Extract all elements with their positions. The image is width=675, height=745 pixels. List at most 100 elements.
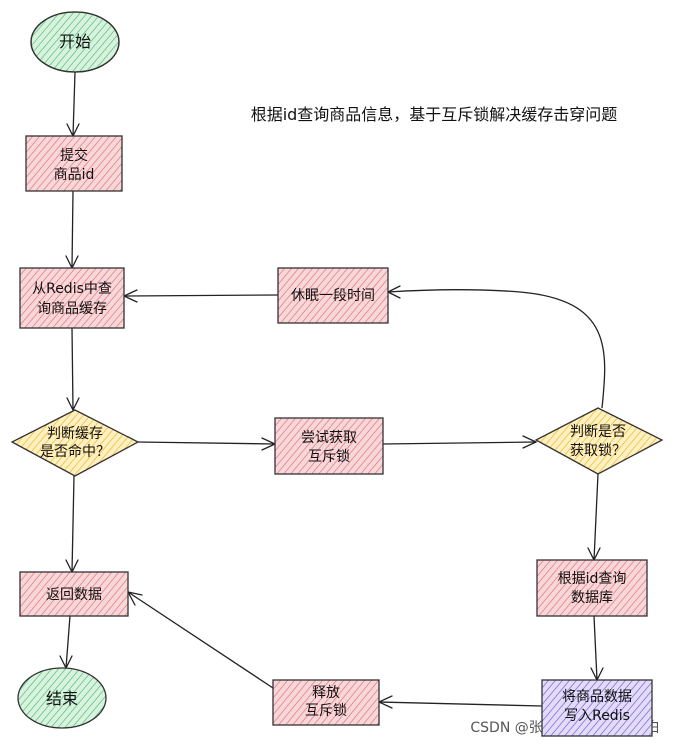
hatch-line: [26, 136, 62, 179]
hatch-line: [158, 570, 198, 618]
hatch-line: [636, 603, 647, 616]
hatch-line: [592, 680, 641, 736]
hatch-line: [275, 418, 311, 460]
node-release-lock: 释放 互斥锁: [228, 678, 380, 727]
hatch-line: [378, 311, 388, 323]
node-release-lock-line-2: 互斥锁: [305, 703, 347, 719]
hatch-line: [40, 572, 78, 616]
node-query-cache-line-2: 询商品缓存: [37, 301, 107, 317]
hatch-line: [31, 268, 83, 328]
hatch-line: [559, 560, 608, 616]
hatch-line: [287, 268, 335, 323]
hatch-line: [52, 268, 104, 328]
hatch-line: [566, 560, 615, 616]
node-try-lock-line-2: 互斥锁: [308, 449, 350, 465]
hatch-line: [112, 666, 166, 730]
hatch-line: [663, 558, 675, 618]
hatch-line: [613, 689, 652, 736]
hatch-line: [87, 284, 124, 328]
hatch-line: [301, 268, 349, 323]
hatch-line: [440, 266, 490, 325]
hatch-line: [0, 408, 5, 478]
hatch-line: [343, 269, 388, 323]
hatch-line: [426, 266, 476, 325]
arrowhead: [66, 397, 80, 412]
hatch-line: [278, 268, 307, 302]
hatch-line: [374, 463, 383, 474]
node-write-redis-line-2: 写入Redis: [564, 708, 630, 724]
hatch-line: [313, 680, 352, 725]
hatch-line: [20, 572, 22, 574]
hatch-line: [52, 12, 113, 72]
node-return-data: 返回数据: [19, 570, 205, 618]
hatch-line: [627, 706, 652, 736]
hatch-line: [18, 668, 62, 728]
hatch-pattern: [278, 266, 490, 325]
hatch-line: [20, 268, 48, 301]
arrowhead: [522, 435, 538, 449]
hatch-line: [594, 560, 643, 616]
hatch-line: [599, 680, 648, 736]
node-cache-hit-line-1: 判断缓存: [47, 426, 103, 442]
node-query-db-line-1: 根据id查询: [558, 571, 627, 587]
hatch-line: [101, 300, 124, 328]
hatch-line: [20, 572, 36, 591]
hatch-line: [228, 678, 269, 727]
hatch-line: [325, 418, 374, 474]
node-query-db-line-2: 数据库: [571, 590, 613, 606]
hatch-line: [112, 179, 122, 191]
hatch-line: [398, 266, 448, 325]
hatch-line: [0, 666, 12, 730]
node-submit-line-2: 商品id: [54, 167, 95, 183]
hatch-line: [360, 446, 383, 474]
edges: [59, 71, 606, 709]
hatch-line: [415, 416, 465, 476]
node-cache-hit-border: [10, 409, 140, 477]
hatch-line: [26, 136, 55, 170]
node-query-cache-line-1: 从Redis中查: [32, 281, 112, 297]
hatch-line: [42, 136, 90, 191]
node-submit-line-1: 提交: [60, 147, 88, 164]
hatch-line: [47, 572, 85, 616]
hatch-line: [174, 134, 224, 193]
hatch-line: [161, 666, 215, 730]
hatch-line: [20, 268, 69, 326]
edge-write-redis-release-lock: [378, 701, 543, 707]
node-end-border: [17, 667, 107, 729]
hatch-line: [311, 418, 360, 474]
hatch-line: [545, 560, 594, 616]
hatch-line: [387, 416, 437, 476]
hatch-line: [470, 406, 529, 476]
hatch-line: [542, 680, 585, 731]
hatch-pattern: [537, 558, 675, 618]
hatch-line: [160, 134, 210, 193]
hatch-line: [66, 268, 118, 328]
hatch-line: [165, 570, 205, 618]
hatch-line: [661, 678, 675, 738]
hatch-line: [304, 418, 353, 474]
node-query-cache-fill: [20, 268, 124, 328]
hatch-line: [73, 12, 119, 72]
hatch-line: [26, 572, 64, 616]
hatch-line: [110, 594, 128, 616]
hatch-pattern: [20, 570, 205, 618]
hatch-line: [186, 8, 245, 78]
hatch-line: [537, 560, 573, 602]
hatch-line: [436, 416, 486, 476]
hatch-line: [381, 471, 383, 474]
hatch-line: [70, 136, 118, 191]
hatch-line: [656, 558, 675, 618]
hatch-line: [12, 410, 13, 476]
hatch-line: [24, 268, 76, 328]
hatch-line: [26, 136, 41, 154]
hatch-line: [367, 455, 383, 474]
hatch-line: [629, 594, 647, 616]
hatch-line: [163, 266, 217, 330]
hatch-line: [61, 572, 99, 616]
hatch-line: [668, 678, 675, 738]
hatch-line: [26, 136, 48, 162]
hatch-line: [401, 416, 451, 476]
node-lock-ok-line-2: 获取锁？: [570, 443, 626, 459]
hatch-line: [20, 268, 41, 293]
hatch-line: [137, 8, 196, 78]
